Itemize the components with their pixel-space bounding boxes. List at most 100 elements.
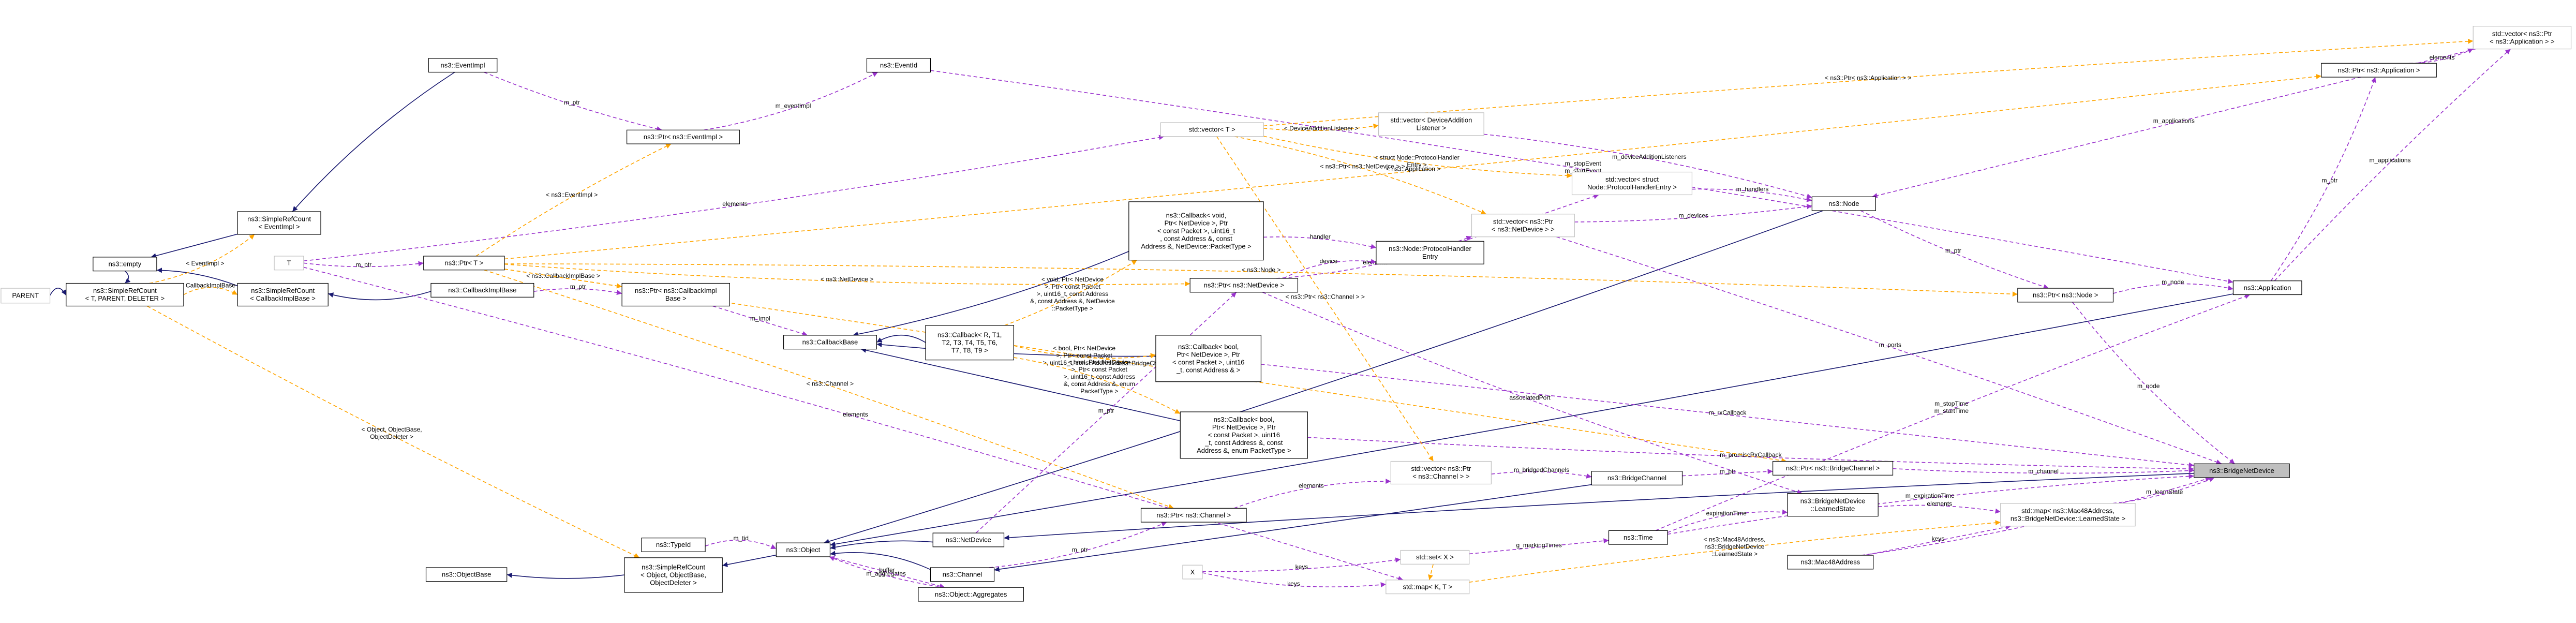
node-label-line: ns3::Ptr< ns3::NetDevice >	[1204, 281, 1284, 289]
node-parent[interactable]: PARENT	[1, 288, 51, 304]
edge-use-line	[1484, 134, 1812, 198]
edge-use-line	[1667, 476, 2194, 535]
node-t[interactable]: T	[274, 256, 304, 271]
node-src-base[interactable]: ns3::SimpleRefCount< T, PARENT, DELETER …	[66, 283, 184, 307]
node-channel[interactable]: ns3::Channel	[930, 567, 995, 582]
node-ptr-callback-impl-base[interactable]: ns3::Ptr< ns3::CallbackImplBase >	[621, 283, 731, 307]
node-label-line: ns3::Ptr< ns3::Application >	[2338, 66, 2420, 74]
node-ptr-event-impl[interactable]: ns3::Ptr< ns3::EventImpl >	[627, 129, 740, 144]
edge-label: elements	[1299, 482, 1324, 489]
edge-label: m_ptr	[2321, 176, 2337, 184]
edge-label: m_rxCallback	[1709, 409, 1747, 417]
node-ptr-net-device[interactable]: ns3::Ptr< ns3::NetDevice >	[1189, 278, 1299, 293]
edge-label: < void, Ptr< NetDevice>, Ptr< const Pack…	[1030, 276, 1115, 312]
edge-use-line	[1865, 525, 2012, 556]
node-ptr-node[interactable]: ns3::Ptr< ns3::Node >	[2017, 288, 2114, 303]
node-box	[930, 567, 995, 582]
node-mac48-address[interactable]: ns3::Mac48Address	[1787, 555, 1874, 570]
node-ptr-t[interactable]: ns3::Ptr< T >	[423, 256, 505, 271]
node-box	[1180, 411, 1308, 459]
edge-use-line	[712, 305, 808, 336]
node-ptr-bridge-channel[interactable]: ns3::Ptr< ns3::BridgeChannel >	[1773, 461, 1894, 476]
node-object[interactable]: ns3::Object	[776, 542, 831, 557]
node-label-line: std::set< X >	[1416, 553, 1454, 561]
node-callback-impl-base[interactable]: ns3::CallbackImplBase	[430, 283, 534, 298]
edge-tpl-line	[504, 76, 2321, 260]
node-callback-void[interactable]: ns3::Callback< void,Ptr< NetDevice >, Pt…	[1128, 201, 1264, 261]
node-label-line: std::map< ns3::Mac48Address,	[2021, 507, 2115, 514]
node-src-object[interactable]: ns3::SimpleRefCount< Object, ObjectBase,…	[624, 557, 723, 593]
node-vector-t[interactable]: std::vector< T >	[1160, 122, 1264, 137]
node-time[interactable]: ns3::Time	[1608, 530, 1668, 545]
node-callback-base[interactable]: ns3::CallbackBase	[783, 335, 877, 350]
edge-tpl-line	[146, 305, 640, 558]
node-net-device[interactable]: ns3::NetDevice	[932, 532, 1005, 547]
node-src-callback-impl-base[interactable]: ns3::SimpleRefCount< CallbackImplBase >	[237, 283, 329, 307]
node-set-x[interactable]: std::set< X >	[1400, 550, 1470, 565]
node-box	[1140, 508, 1247, 523]
edge-label: m_eventImpl	[776, 102, 811, 110]
node-box	[1386, 580, 1470, 595]
edge-arrowhead	[2188, 462, 2194, 468]
edge-use-line	[2270, 77, 2376, 281]
edge-inh-line	[1004, 472, 2194, 539]
node-box	[925, 325, 1015, 361]
edge-use-line	[303, 266, 1404, 581]
edge-arrowhead	[328, 292, 334, 298]
node-object-base[interactable]: ns3::ObjectBase	[425, 567, 508, 582]
node-label-line: _t, const Address & >	[1176, 366, 1240, 374]
node-application[interactable]: ns3::Application	[2232, 280, 2302, 295]
node-vec-handler-entry[interactable]: std::vector< structNode::ProtocolHandler…	[1571, 171, 1693, 196]
node-vec-ptr-net-device[interactable]: std::vector< ns3::Ptr< ns3::NetDevice > …	[1471, 214, 1575, 238]
node-x[interactable]: X	[1182, 565, 1203, 580]
node-map-learned[interactable]: std::map< ns3::Mac48Address,ns3::BridgeN…	[2000, 503, 2136, 527]
node-label-line: ns3::BridgeNetDevice::LearnedState >	[2011, 514, 2125, 522]
node-node[interactable]: ns3::Node	[1811, 196, 1876, 211]
edge-arrowhead	[1373, 123, 1379, 129]
node-event-impl[interactable]: ns3::EventImpl	[428, 58, 498, 73]
edge-use-line	[705, 540, 777, 550]
edge-arrowhead	[1185, 281, 1190, 287]
node-callback-bool2[interactable]: ns3::Callback< bool,Ptr< NetDevice >, Pt…	[1180, 411, 1308, 459]
node-callback-tpl[interactable]: ns3::Callback< R, T1,T2, T3, T4, T5, T6,…	[925, 325, 1015, 361]
node-label-line: std::vector< struct	[1605, 175, 1659, 183]
node-handler-entry[interactable]: ns3::Node::ProtocolHandlerEntry	[1376, 241, 1484, 264]
edge-label: < bool, Ptr< NetDevice>, Ptr< const Pack…	[1064, 359, 1135, 395]
node-box	[66, 283, 184, 307]
edge-arrowhead	[2227, 278, 2233, 284]
node-box	[1128, 201, 1264, 261]
node-ptr-application[interactable]: ns3::Ptr< ns3::Application >	[2321, 63, 2437, 78]
edge-use-line	[1878, 505, 2001, 513]
edge-use-line	[1655, 294, 2251, 531]
edge-arrowhead	[1168, 504, 1174, 509]
node-vec-ptr-application[interactable]: std::vector< ns3::Ptr< ns3::Application …	[2473, 26, 2572, 50]
node-map-kt[interactable]: std::map< K, T >	[1386, 580, 1470, 595]
edge-arrowhead	[616, 283, 622, 289]
node-bridge-channel[interactable]: ns3::BridgeChannel	[1591, 471, 1683, 486]
edge-inh-line	[722, 554, 777, 566]
edge-arrowhead	[1428, 455, 1434, 462]
node-vec-ptr-channel[interactable]: std::vector< ns3::Ptr< ns3::Channel > >	[1390, 461, 1492, 485]
edge-label: m_applications	[2369, 157, 2410, 164]
edge-label: < DeviceAdditionListener >	[1284, 125, 1358, 132]
edge-tpl-line	[504, 263, 1190, 285]
node-src-event-impl[interactable]: ns3::SimpleRefCount< EventImpl >	[237, 211, 321, 235]
edge-arrowhead	[156, 268, 162, 273]
edge-arrowhead	[1150, 353, 1156, 359]
node-event-id[interactable]: ns3::EventId	[866, 58, 931, 73]
node-vec-dev-listener[interactable]: std::vector< DeviceAdditionListener >	[1378, 112, 1484, 136]
edge-use-line	[1491, 471, 1592, 478]
edge-use-line	[1556, 236, 2222, 465]
node-box	[274, 256, 304, 271]
node-ptr-channel[interactable]: ns3::Ptr< ns3::Channel >	[1140, 508, 1247, 523]
node-learned-state[interactable]: ns3::BridgeNetDevice::LearnedState	[1787, 493, 1879, 517]
node-bridge-net-device[interactable]: ns3::BridgeNetDevice	[2194, 463, 2290, 478]
node-empty[interactable]: ns3::empty	[93, 257, 157, 272]
node-aggregates[interactable]: ns3::Object::Aggregates	[918, 587, 1024, 602]
node-type-id[interactable]: ns3::TypeId	[641, 538, 706, 552]
node-label-line: ns3::Node::ProtocolHandler	[1389, 245, 1471, 253]
node-label-line: ns3::BridgeNetDevice	[1800, 497, 1866, 505]
node-callback-bool1[interactable]: ns3::Callback< bool,Ptr< NetDevice >, Pt…	[1155, 335, 1262, 382]
edge-label: < Object, ObjectBase,ObjectDeleter >	[362, 426, 422, 440]
